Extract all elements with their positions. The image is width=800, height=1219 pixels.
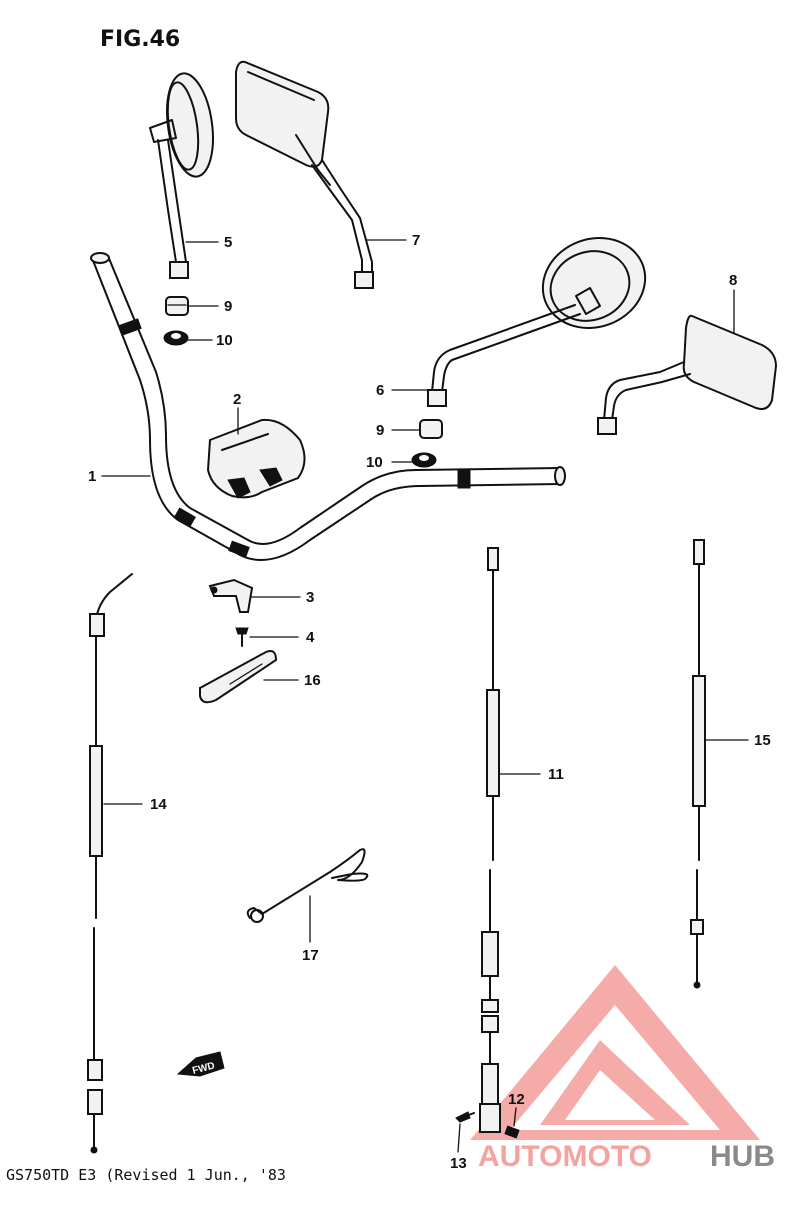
callout-16: 16	[304, 672, 321, 689]
mirror-rectangular-top	[235, 60, 374, 289]
mirror-right-round	[427, 236, 647, 407]
callout-8: 8	[729, 272, 737, 289]
callout-2: 2	[233, 391, 241, 408]
callout-11: 11	[548, 766, 564, 783]
nut-9-left	[165, 296, 189, 316]
cable-end-12	[504, 1125, 520, 1139]
logo-text-accent: HUB	[710, 1140, 775, 1173]
washer-10-right	[411, 452, 437, 468]
handlebar	[90, 252, 566, 561]
revision-caption: GS750TD E3 (Revised 1 Jun., '83	[6, 1166, 286, 1184]
screw	[235, 627, 249, 647]
callout-6: 6	[376, 382, 384, 399]
forward-arrow-marker: FWD	[176, 1051, 225, 1077]
callout-12: 12	[508, 1091, 525, 1108]
throttle-cable-15	[690, 539, 706, 989]
screw-13	[455, 1111, 475, 1123]
callout-5: 5	[224, 234, 232, 251]
nut-9-right	[419, 419, 443, 439]
forward-arrow-text: FWD	[191, 1061, 216, 1077]
callout-4: 4	[306, 629, 315, 646]
wire-clip	[246, 848, 369, 923]
clutch-cable-11	[479, 547, 501, 1133]
callout-15: 15	[754, 732, 771, 749]
callout-9-left: 9	[224, 298, 232, 315]
figure-title: FIG.46	[100, 27, 180, 52]
callout-9-right: 9	[376, 422, 384, 439]
handlebar-clamp	[206, 418, 306, 499]
mirror-left-round	[149, 72, 214, 279]
leader-lines	[101, 239, 749, 1153]
cable-bracket	[208, 578, 254, 613]
callout-3: 3	[306, 589, 314, 606]
callout-1: 1	[88, 468, 96, 485]
callout-13: 13	[450, 1155, 467, 1172]
washer-10-left	[163, 330, 189, 346]
throttle-cable-14	[87, 573, 133, 1154]
callout-7: 7	[412, 232, 420, 249]
automotohub-logo: AUTOMOTO HUB	[470, 965, 775, 1173]
callout-14: 14	[150, 796, 167, 813]
callout-10-left: 10	[216, 332, 233, 349]
callout-10-right: 10	[366, 454, 383, 471]
mirror-rectangular-right	[597, 314, 778, 435]
callout-17: 17	[302, 947, 319, 964]
cable-clamp-strip	[199, 650, 278, 704]
logo-text-main: AUTOMOTO	[478, 1140, 652, 1173]
